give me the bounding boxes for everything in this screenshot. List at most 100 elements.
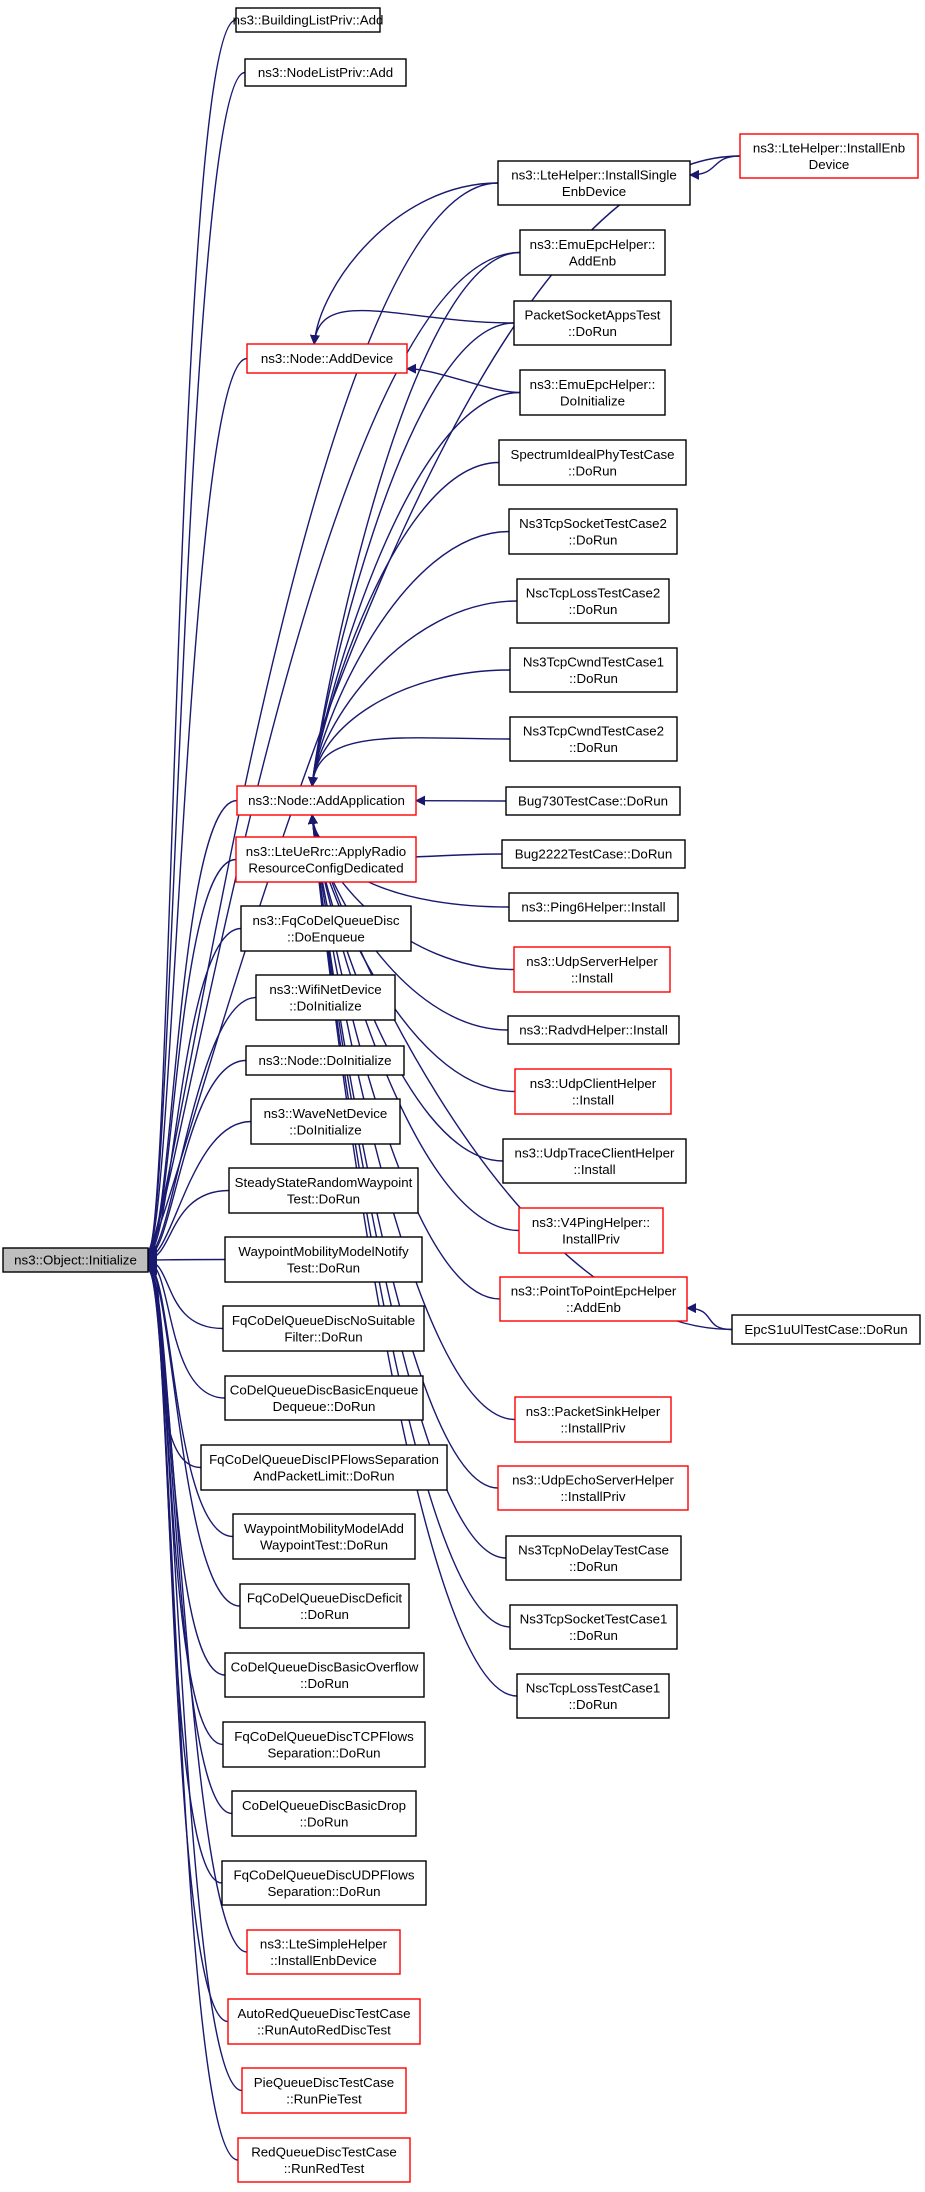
node-label: ns3::LteHelper::InstallEnb bbox=[753, 140, 905, 155]
graph-node-ns3tcpnodelay[interactable]: Ns3TcpNoDelayTestCase::DoRun bbox=[505, 1535, 682, 1581]
graph-node-epcs1u-dorun[interactable]: EpcS1uUlTestCase::DoRun bbox=[731, 1314, 921, 1345]
graph-node-emu-doinit[interactable]: ns3::EmuEpcHelper::DoInitialize bbox=[519, 369, 666, 416]
graph-node-nsctcploss2[interactable]: NscTcpLossTestCase2::DoRun bbox=[516, 578, 670, 624]
node-label: ns3::LteHelper::InstallSingle bbox=[511, 167, 677, 182]
node-label: Separation::DoRun bbox=[267, 1745, 380, 1760]
graph-node-node-doinit[interactable]: ns3::Node::DoInitialize bbox=[245, 1045, 405, 1076]
node-label: ns3::PacketSinkHelper bbox=[526, 1404, 661, 1419]
node-label: SteadyStateRandomWaypoint bbox=[235, 1175, 413, 1190]
node-label: ns3::PointToPointEpcHelper bbox=[511, 1283, 677, 1298]
graph-node-bug2222[interactable]: Bug2222TestCase::DoRun bbox=[501, 839, 686, 869]
node-box bbox=[231, 1790, 417, 1837]
graph-node-wavenet-doinit[interactable]: ns3::WaveNetDevice::DoInitialize bbox=[250, 1098, 401, 1145]
node-box bbox=[224, 1236, 423, 1283]
graph-node-ltesimple[interactable]: ns3::LteSimpleHelper::InstallEnbDevice bbox=[246, 1929, 401, 1975]
graph-node-packetsink-install[interactable]: ns3::PacketSinkHelper::InstallPriv bbox=[514, 1396, 672, 1443]
call-edge-lte-installenb-to-lte-installsingle bbox=[689, 155, 741, 180]
node-box bbox=[237, 2137, 411, 2183]
node-box bbox=[221, 1860, 427, 1906]
graph-node-lte-installenb[interactable]: ns3::LteHelper::InstallEnbDevice bbox=[739, 133, 919, 179]
node-label: ::InstallPriv bbox=[560, 1420, 625, 1435]
graph-node-p2pepc-addenb[interactable]: ns3::PointToPointEpcHelper::AddEnb bbox=[499, 1276, 688, 1322]
graph-node-fqcodel-enqueue[interactable]: ns3::FqCoDelQueueDisc::DoEnqueue bbox=[240, 905, 412, 952]
graph-node-fqcodel-udpflows[interactable]: FqCoDelQueueDiscUDPFlowsSeparation::DoRu… bbox=[221, 1860, 427, 1906]
graph-node-udpecho-install[interactable]: ns3::UdpEchoServerHelper::InstallPriv bbox=[497, 1465, 689, 1511]
graph-node-buildinglist-add[interactable]: ns3::BuildingListPriv::Add bbox=[233, 7, 384, 33]
graph-node-radvd-install[interactable]: ns3::RadvdHelper::Install bbox=[507, 1015, 680, 1045]
node-label: ns3::V4PingHelper:: bbox=[532, 1215, 650, 1230]
graph-node-red[interactable]: RedQueueDiscTestCase::RunRedTest bbox=[237, 2137, 411, 2183]
call-edge-node-doinit-to-root bbox=[147, 1059, 247, 1261]
node-box bbox=[519, 229, 666, 276]
node-label: ::DoRun bbox=[569, 1628, 618, 1643]
graph-node-node-adddevice[interactable]: ns3::Node::AddDevice bbox=[246, 343, 408, 374]
root-node-object-initialize[interactable]: ns3::Object::Initialize bbox=[2, 1247, 149, 1273]
node-label: Filter::DoRun bbox=[284, 1329, 362, 1344]
graph-node-pie[interactable]: PieQueueDiscTestCase::RunPieTest bbox=[241, 2067, 407, 2114]
node-label: ::RunAutoRedDiscTest bbox=[257, 2022, 391, 2037]
node-box bbox=[239, 1583, 410, 1629]
node-box bbox=[739, 133, 919, 179]
node-label: ::DoRun bbox=[300, 1676, 349, 1691]
graph-node-spectrum-dorun[interactable]: SpectrumIdealPhyTestCase::DoRun bbox=[498, 439, 687, 486]
node-box bbox=[516, 1673, 670, 1719]
graph-node-fqcodel-deficit[interactable]: FqCoDelQueueDiscDeficit::DoRun bbox=[239, 1583, 410, 1629]
node-box bbox=[508, 508, 678, 555]
graph-node-ns3tcpcwnd1[interactable]: Ns3TcpCwndTestCase1::DoRun bbox=[509, 647, 678, 693]
graph-node-codel-overflow[interactable]: CoDelQueueDiscBasicOverflow::DoRun bbox=[224, 1652, 425, 1698]
node-label: FqCoDelQueueDiscTCPFlows bbox=[234, 1729, 414, 1744]
graph-node-node-addapp[interactable]: ns3::Node::AddApplication bbox=[236, 785, 417, 816]
node-label: PacketSocketAppsTest bbox=[525, 307, 661, 322]
node-box bbox=[502, 1138, 687, 1184]
graph-node-ns3tcpsocket2[interactable]: Ns3TcpSocketTestCase2::DoRun bbox=[508, 508, 678, 555]
node-label: ::DoRun bbox=[300, 1814, 349, 1829]
graph-node-ns3tcpsocket1[interactable]: Ns3TcpSocketTestCase1::DoRun bbox=[509, 1604, 678, 1650]
graph-node-packetsocket-dorun[interactable]: PacketSocketAppsTest::DoRun bbox=[513, 300, 672, 346]
graph-node-fqcodel-ipflows[interactable]: FqCoDelQueueDiscIPFlowsSeparationAndPack… bbox=[200, 1444, 448, 1491]
node-box bbox=[222, 1721, 426, 1768]
node-label: Device bbox=[809, 157, 850, 172]
node-label: ::DoRun bbox=[569, 1559, 618, 1574]
node-label: AndPacketLimit::DoRun bbox=[253, 1468, 394, 1483]
call-edge-node-adddevice-to-root bbox=[147, 357, 248, 1255]
node-box bbox=[497, 160, 691, 206]
graph-node-lteuerrc[interactable]: ns3::LteUeRrc::ApplyRadioResourceConfigD… bbox=[235, 836, 417, 883]
graph-node-udpclient-install[interactable]: ns3::UdpClientHelper::Install bbox=[514, 1068, 672, 1115]
node-box bbox=[501, 839, 686, 869]
graph-node-waypoint-add[interactable]: WaypointMobilityModelAddWaypointTest::Do… bbox=[232, 1513, 416, 1560]
graph-node-fqcodel-tcpflows[interactable]: FqCoDelQueueDiscTCPFlowsSeparation::DoRu… bbox=[222, 1721, 426, 1768]
call-edge-node-addapp-to-root bbox=[147, 799, 238, 1256]
node-label: ns3::UdpServerHelper bbox=[526, 954, 658, 969]
graph-node-emu-addenb[interactable]: ns3::EmuEpcHelper::AddEnb bbox=[519, 229, 666, 276]
node-label: ::Install bbox=[573, 1162, 615, 1177]
graph-node-codel-drop[interactable]: CoDelQueueDiscBasicDrop::DoRun bbox=[231, 1790, 417, 1837]
graph-node-udpserver-install[interactable]: ns3::UdpServerHelper::Install bbox=[513, 946, 671, 993]
node-box bbox=[244, 58, 407, 87]
graph-node-ns3tcpcwnd2[interactable]: Ns3TcpCwndTestCase2::DoRun bbox=[509, 716, 678, 762]
node-label: Bug2222TestCase::DoRun bbox=[515, 847, 672, 862]
graph-node-bug730[interactable]: Bug730TestCase::DoRun bbox=[505, 786, 681, 816]
graph-node-nodelist-add[interactable]: ns3::NodeListPriv::Add bbox=[244, 58, 407, 87]
node-box bbox=[224, 1652, 425, 1698]
node-label: ns3::EmuEpcHelper:: bbox=[530, 237, 656, 252]
node-label: ::DoRun bbox=[568, 463, 617, 478]
node-box bbox=[228, 1167, 419, 1214]
node-label: RedQueueDiscTestCase bbox=[251, 2144, 397, 2159]
node-label: Ns3TcpCwndTestCase1 bbox=[523, 654, 664, 669]
node-box bbox=[245, 1045, 405, 1076]
graph-node-v4ping-install[interactable]: ns3::V4PingHelper::InstallPriv bbox=[518, 1207, 664, 1254]
call-edge-waypoint-add-to-root bbox=[147, 1260, 234, 1538]
graph-node-wifinet-doinit[interactable]: ns3::WifiNetDevice::DoInitialize bbox=[255, 974, 396, 1021]
graph-node-nsctcploss1[interactable]: NscTcpLossTestCase1::DoRun bbox=[516, 1673, 670, 1719]
graph-node-ping6-install[interactable]: ns3::Ping6Helper::Install bbox=[508, 892, 679, 922]
graph-node-autored[interactable]: AutoRedQueueDiscTestCase::RunAutoRedDisc… bbox=[227, 1998, 421, 2045]
node-label: ::DoRun bbox=[568, 324, 617, 339]
node-label: ::InstallPriv bbox=[560, 1489, 625, 1504]
node-label: CoDelQueueDiscBasicEnqueue bbox=[230, 1382, 418, 1397]
graph-node-udptrace-install[interactable]: ns3::UdpTraceClientHelper::Install bbox=[502, 1138, 687, 1184]
